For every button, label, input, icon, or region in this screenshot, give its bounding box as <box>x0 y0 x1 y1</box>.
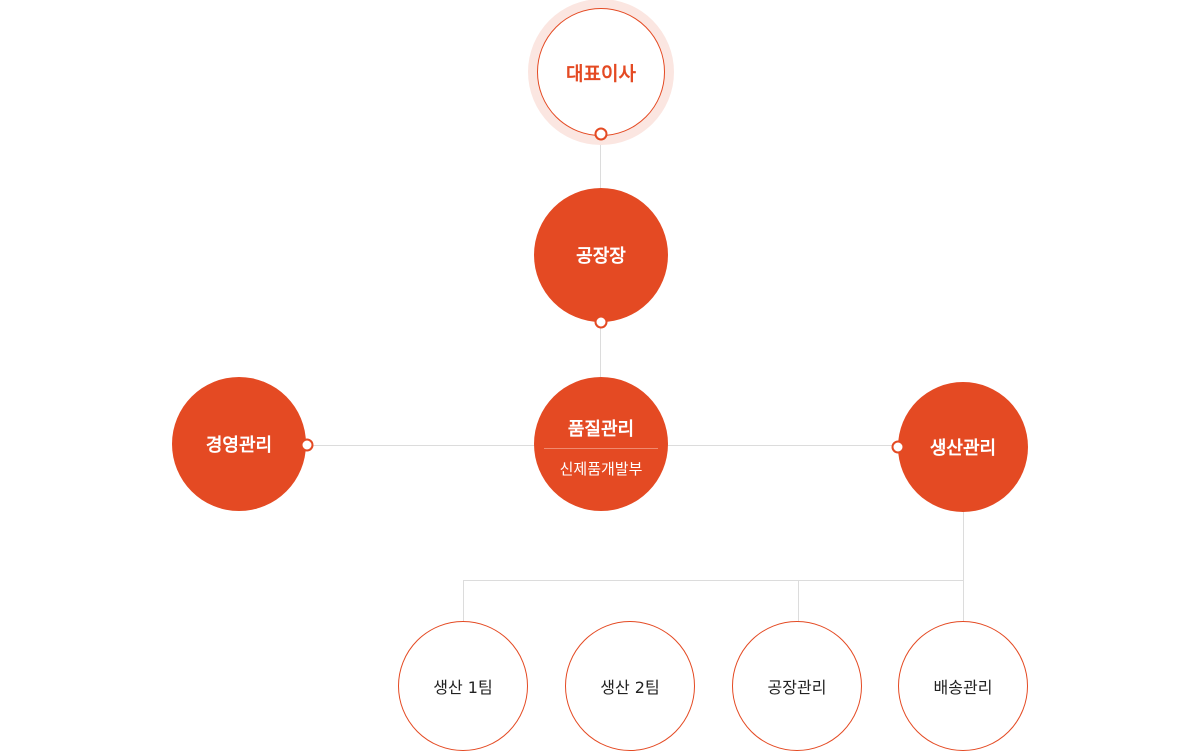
node-label: 생산 2팀 <box>600 678 660 697</box>
connector-team3 <box>798 580 799 622</box>
node-sublabel: 신제품개발부 <box>559 460 643 478</box>
connector-dot <box>300 438 314 452</box>
node-plant-management: 공장관리 <box>732 621 862 751</box>
node-label: 공장관리 <box>767 678 827 697</box>
connector-dot <box>594 127 608 141</box>
connector-dot <box>594 315 608 329</box>
node-quality: 품질관리 신제품개발부 <box>534 377 668 511</box>
node-production: 생산관리 <box>898 382 1028 512</box>
node-team-1: 생산 1팀 <box>398 621 528 751</box>
node-management: 경영관리 <box>172 377 306 511</box>
node-team-2: 생산 2팀 <box>565 621 695 751</box>
node-label: 경영관리 <box>205 435 273 456</box>
connector-production-down <box>963 512 964 622</box>
connector-team1 <box>463 580 464 622</box>
node-label: 공장장 <box>576 246 626 267</box>
node-label: 생산관리 <box>929 438 997 459</box>
connector-teams-horizontal <box>463 580 964 581</box>
divider <box>544 448 658 449</box>
node-plant-manager: 공장장 <box>534 188 668 322</box>
node-ceo: 대표이사 <box>537 8 665 136</box>
node-label: 배송관리 <box>933 678 993 697</box>
node-delivery: 배송관리 <box>898 621 1028 751</box>
node-label: 생산 1팀 <box>433 678 493 697</box>
connector-dot <box>891 440 905 454</box>
node-label: 품질관리 <box>567 419 635 440</box>
node-label: 대표이사 <box>566 62 636 85</box>
